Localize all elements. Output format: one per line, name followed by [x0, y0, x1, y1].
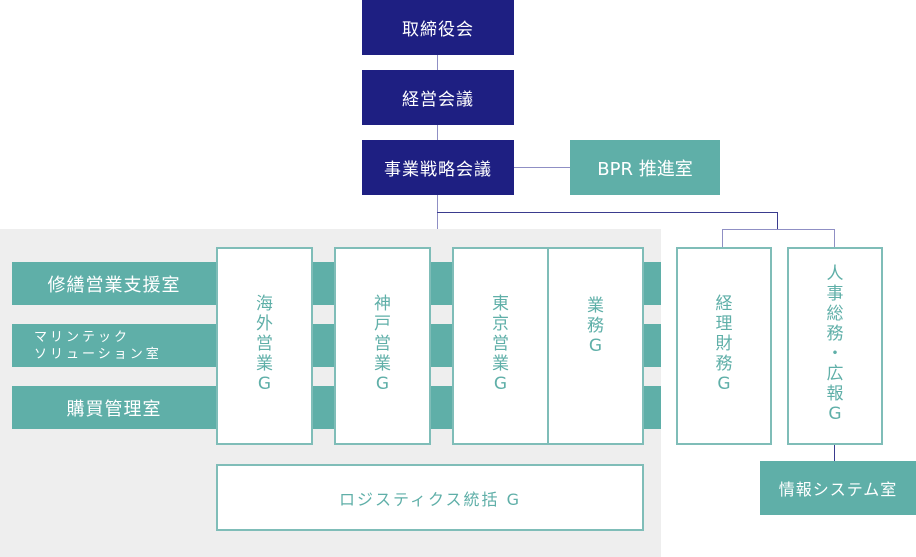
connector-hr [834, 229, 835, 247]
connector-right-down [777, 212, 778, 230]
label-char: 報 [826, 384, 844, 404]
connector-management-strategy [437, 125, 438, 140]
label-char: 営 [374, 334, 391, 354]
label-char: ・ [826, 344, 844, 364]
label-char: G [717, 374, 731, 394]
label-char: 務 [715, 354, 733, 374]
strategy-meeting-label: 事業戦略会議 [384, 160, 492, 180]
connector-hr-infosys [834, 444, 835, 461]
bpr-office-box[interactable]: BPR 推進室 [570, 140, 720, 195]
label-char: 東 [492, 294, 509, 314]
label-char: 神 [374, 294, 391, 314]
logistics-group[interactable]: ロジスティクス統括 G [216, 464, 644, 531]
marine-tech-line2: ソリューション室 [34, 346, 162, 362]
label-char: 務 [587, 316, 604, 336]
bpr-office-label: BPR 推進室 [597, 158, 693, 180]
repair-sales-label: 修繕営業支援室 [47, 274, 181, 296]
label-char: 業 [587, 296, 604, 316]
logistics-label: ロジスティクス統括 G [338, 489, 522, 509]
label-char: 海 [256, 294, 273, 314]
label-char: 京 [492, 314, 509, 334]
purchasing-label: 購買管理室 [66, 398, 162, 420]
label-char: 営 [256, 334, 273, 354]
label-char: 財 [715, 334, 733, 354]
label-char: 外 [256, 314, 273, 334]
label-char: 務 [826, 324, 844, 344]
label-char: 事 [826, 284, 844, 304]
label-char: 人 [826, 264, 844, 284]
connector-horizontal-main [437, 212, 778, 213]
connector-board-management [437, 55, 438, 70]
connector-accounting [722, 229, 723, 247]
info-systems-label: 情報システム室 [778, 480, 898, 499]
connector-strategy-bpr [514, 167, 570, 168]
label-char: 業 [374, 354, 391, 374]
label-char: 営 [492, 334, 509, 354]
board-of-directors-box[interactable]: 取締役会 [362, 0, 514, 55]
marine-tech-line1: マリンテック [34, 329, 131, 345]
strategy-meeting-box[interactable]: 事業戦略会議 [362, 140, 514, 195]
label-char: 理 [715, 314, 733, 334]
board-label: 取締役会 [402, 20, 474, 40]
label-char: G [375, 374, 390, 394]
management-meeting-label: 経営会議 [402, 90, 474, 110]
info-systems-office-box[interactable]: 情報システム室 [760, 461, 916, 515]
connector-right-branch [722, 229, 835, 230]
label-char: 業 [492, 354, 509, 374]
label-char: 経 [715, 294, 733, 314]
management-meeting-box[interactable]: 経営会議 [362, 70, 514, 125]
marine-tech-label: マリンテック ソリューション室 [12, 329, 216, 363]
label-char: 業 [256, 354, 273, 374]
label-char: 広 [826, 364, 844, 384]
label-char: 総 [826, 304, 844, 324]
label-char: G [588, 336, 603, 356]
label-char: G [493, 374, 508, 394]
label-char: 戸 [374, 314, 391, 334]
label-char: G [257, 374, 272, 394]
label-char: G [828, 404, 842, 424]
